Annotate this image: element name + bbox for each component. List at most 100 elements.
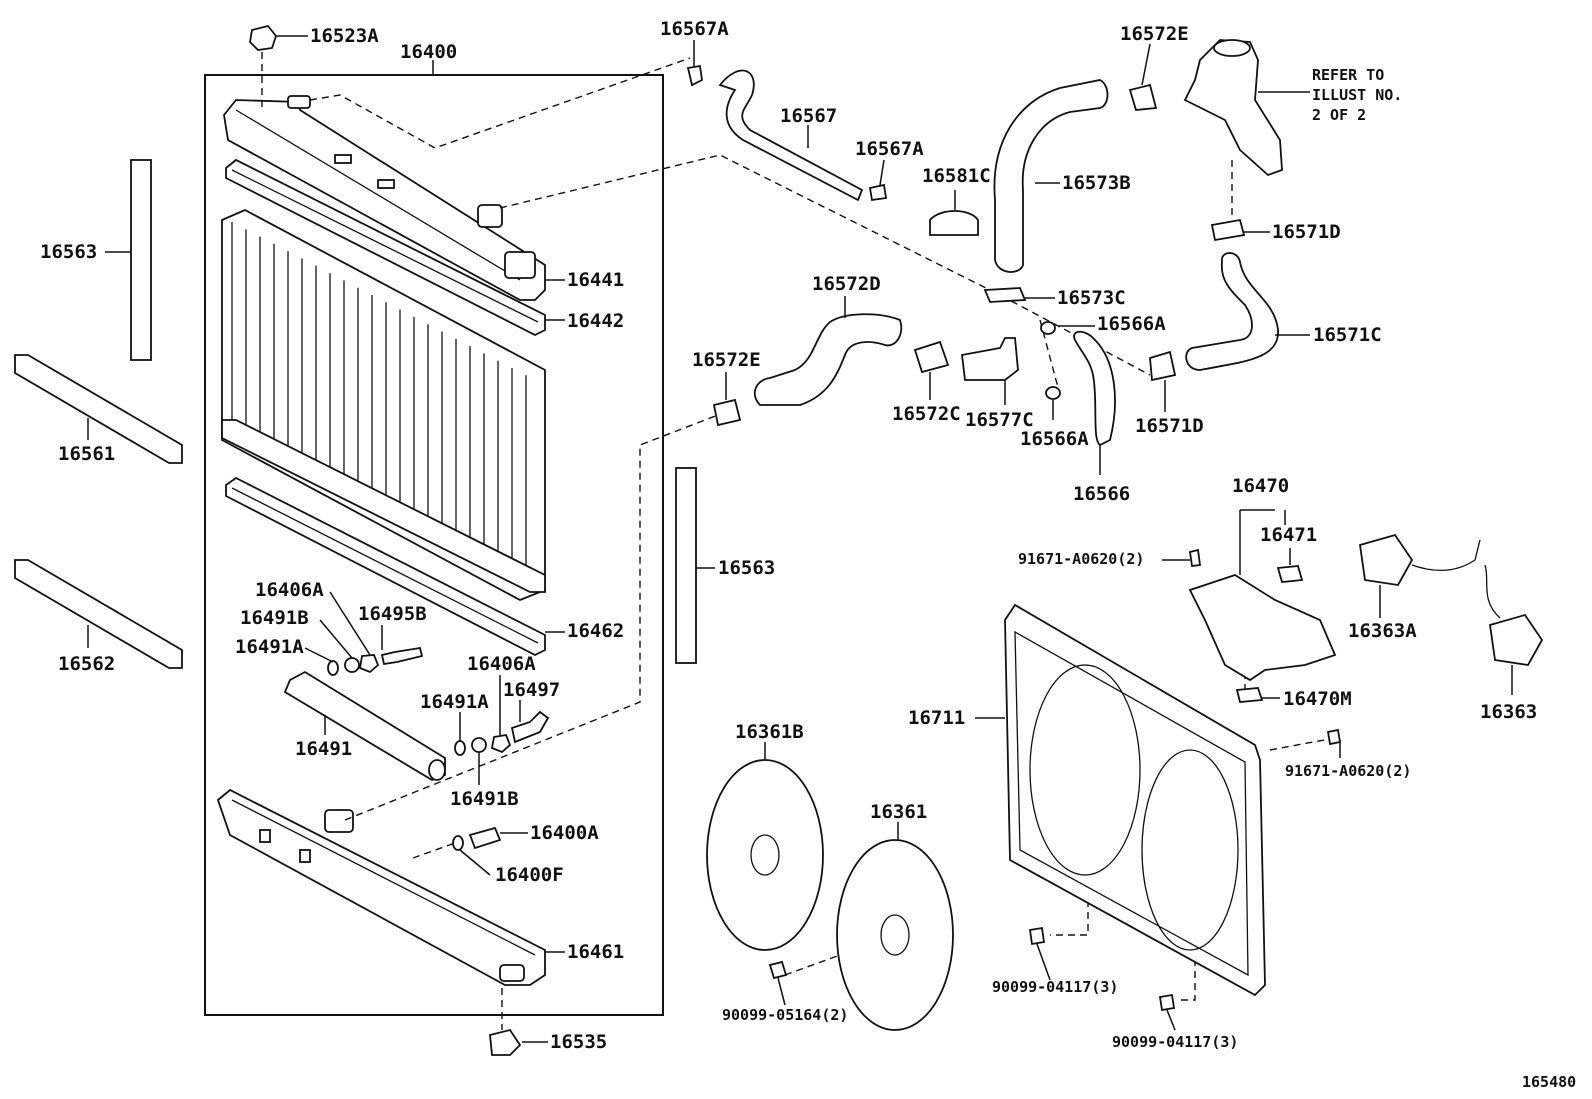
oil-cooler-pipe[interactable] <box>283 670 446 781</box>
label-16361: 16361 <box>870 801 927 823</box>
label-16406A-b: 16406A <box>467 653 536 675</box>
label-16563-left: 16563 <box>40 241 97 263</box>
upper-tank-gasket <box>225 158 546 337</box>
hose-16566[interactable] <box>1073 330 1116 447</box>
clamp-16572E-top[interactable] <box>1128 83 1158 111</box>
nut-90099-05164[interactable] <box>768 960 788 980</box>
label-16563-mid: 16563 <box>718 557 775 579</box>
label-16567A-top: 16567A <box>660 18 729 40</box>
lower-tank-gasket <box>225 476 546 657</box>
clamp-16572C[interactable] <box>913 340 950 374</box>
fan-shroud[interactable] <box>1004 603 1266 997</box>
washer-16491B-a[interactable] <box>344 657 360 673</box>
label-16567: 16567 <box>780 105 837 127</box>
air-seal-16562[interactable] <box>14 559 183 669</box>
nut-16406A-b[interactable] <box>490 733 512 754</box>
label-16363: 16363 <box>1480 701 1537 723</box>
label-16470M: 16470M <box>1283 688 1352 710</box>
clamp-16581C[interactable] <box>929 210 979 236</box>
clamp-16567A-top[interactable] <box>686 64 703 87</box>
label-16442: 16442 <box>567 310 624 332</box>
label-16567A-mid: 16567A <box>855 138 924 160</box>
label-16497: 16497 <box>503 679 560 701</box>
clamp-16566A-top[interactable] <box>1040 321 1056 335</box>
drain-plug[interactable] <box>489 988 522 1056</box>
label-90099-04117-a: 90099-04117(3) <box>992 978 1118 996</box>
hose-16573B[interactable] <box>993 79 1109 273</box>
reservoir-tank[interactable] <box>1188 574 1337 682</box>
label-16491B-a: 16491B <box>240 607 309 629</box>
label-90099-04117-b: 90099-04117(3) <box>1112 1033 1238 1051</box>
radiator-lower-tank[interactable] <box>216 788 546 986</box>
clamp-16571D-top[interactable] <box>1210 218 1246 242</box>
clamp-16571D-bot[interactable] <box>1149 350 1177 382</box>
washer-16491A-a[interactable] <box>327 660 339 676</box>
label-16491A-a: 16491A <box>235 636 304 658</box>
label-16491A-b: 16491A <box>420 691 489 713</box>
refer-note-line1: REFER TO <box>1312 66 1384 84</box>
fan-motor-16363[interactable] <box>1484 564 1544 666</box>
drain-cock-16400A[interactable] <box>468 826 502 850</box>
hose-16571C[interactable] <box>1185 252 1279 371</box>
fan-motor-16363A[interactable] <box>1358 533 1481 586</box>
cooling-fan-16361[interactable] <box>836 839 954 1031</box>
label-16573C: 16573C <box>1057 287 1126 309</box>
fitting-16497[interactable] <box>510 710 550 744</box>
label-16400F: 16400F <box>495 864 564 886</box>
hose-16572D[interactable] <box>753 313 903 406</box>
label-16523A: 16523A <box>310 25 379 47</box>
bolt-90099-04117-b[interactable] <box>1158 993 1176 1012</box>
label-16581C: 16581C <box>922 165 991 187</box>
cooling-fan-16361B[interactable] <box>706 759 824 951</box>
label-16572C: 16572C <box>892 403 961 425</box>
air-seal-16563-mid[interactable] <box>675 467 697 664</box>
o-ring-16400F[interactable] <box>452 835 464 851</box>
label-16562: 16562 <box>58 653 115 675</box>
label-16571D-top: 16571D <box>1272 221 1341 243</box>
label-91671-A0620-a: 91671-A0620(2) <box>1018 550 1144 568</box>
washer-16491A-b[interactable] <box>454 740 466 756</box>
bolt-90099-04117-a[interactable] <box>1028 926 1046 946</box>
label-91671-A0620-b: 91671-A0620(2) <box>1285 762 1411 780</box>
radiator-upper-tank[interactable] <box>223 95 546 301</box>
label-16361B: 16361B <box>735 721 804 743</box>
label-16441: 16441 <box>567 269 624 291</box>
label-16572E-mid: 16572E <box>692 349 761 371</box>
label-16566A-top: 16566A <box>1097 313 1166 335</box>
label-16400A: 16400A <box>530 822 599 844</box>
label-16495B: 16495B <box>358 603 427 625</box>
nut-16406A-a[interactable] <box>358 654 380 674</box>
reservoir-mount[interactable] <box>1235 687 1264 703</box>
label-16406A-a: 16406A <box>255 579 324 601</box>
air-seal-16563-left[interactable] <box>130 159 152 361</box>
washer-16491B-b[interactable] <box>471 737 487 753</box>
label-16470: 16470 <box>1232 475 1289 497</box>
clamp-16567A-mid[interactable] <box>868 183 888 202</box>
pipe-16577C[interactable] <box>961 337 1019 381</box>
hose-16567[interactable] <box>718 69 864 202</box>
refer-note-line3: 2 OF 2 <box>1312 106 1366 124</box>
bolt-91671-a[interactable] <box>1188 548 1202 568</box>
air-seal-16561[interactable] <box>14 354 183 464</box>
label-16571C: 16571C <box>1313 324 1382 346</box>
figure-id: 165480 <box>1522 1073 1576 1091</box>
clamp-16572E-mid[interactable] <box>712 398 742 427</box>
label-16566A-bot: 16566A <box>1020 428 1089 450</box>
label-16491B-b: 16491B <box>450 788 519 810</box>
radiator-core <box>221 209 546 601</box>
reservoir-cap[interactable] <box>1276 565 1304 583</box>
label-90099-05164: 90099-05164(2) <box>722 1006 848 1024</box>
label-16572D: 16572D <box>812 273 881 295</box>
bolt-16495B[interactable] <box>380 646 424 666</box>
label-16491: 16491 <box>295 738 352 760</box>
label-16561: 16561 <box>58 443 115 465</box>
clamp-16566A-bot[interactable] <box>1045 386 1061 400</box>
label-16363A: 16363A <box>1348 620 1417 642</box>
label-16711: 16711 <box>908 707 965 729</box>
radiator-cap-bolt[interactable] <box>249 24 278 108</box>
bolt-91671-b[interactable] <box>1326 728 1342 746</box>
label-16461: 16461 <box>567 941 624 963</box>
water-outlet-housing[interactable] <box>1183 39 1283 177</box>
clamp-16573C[interactable] <box>983 287 1027 303</box>
